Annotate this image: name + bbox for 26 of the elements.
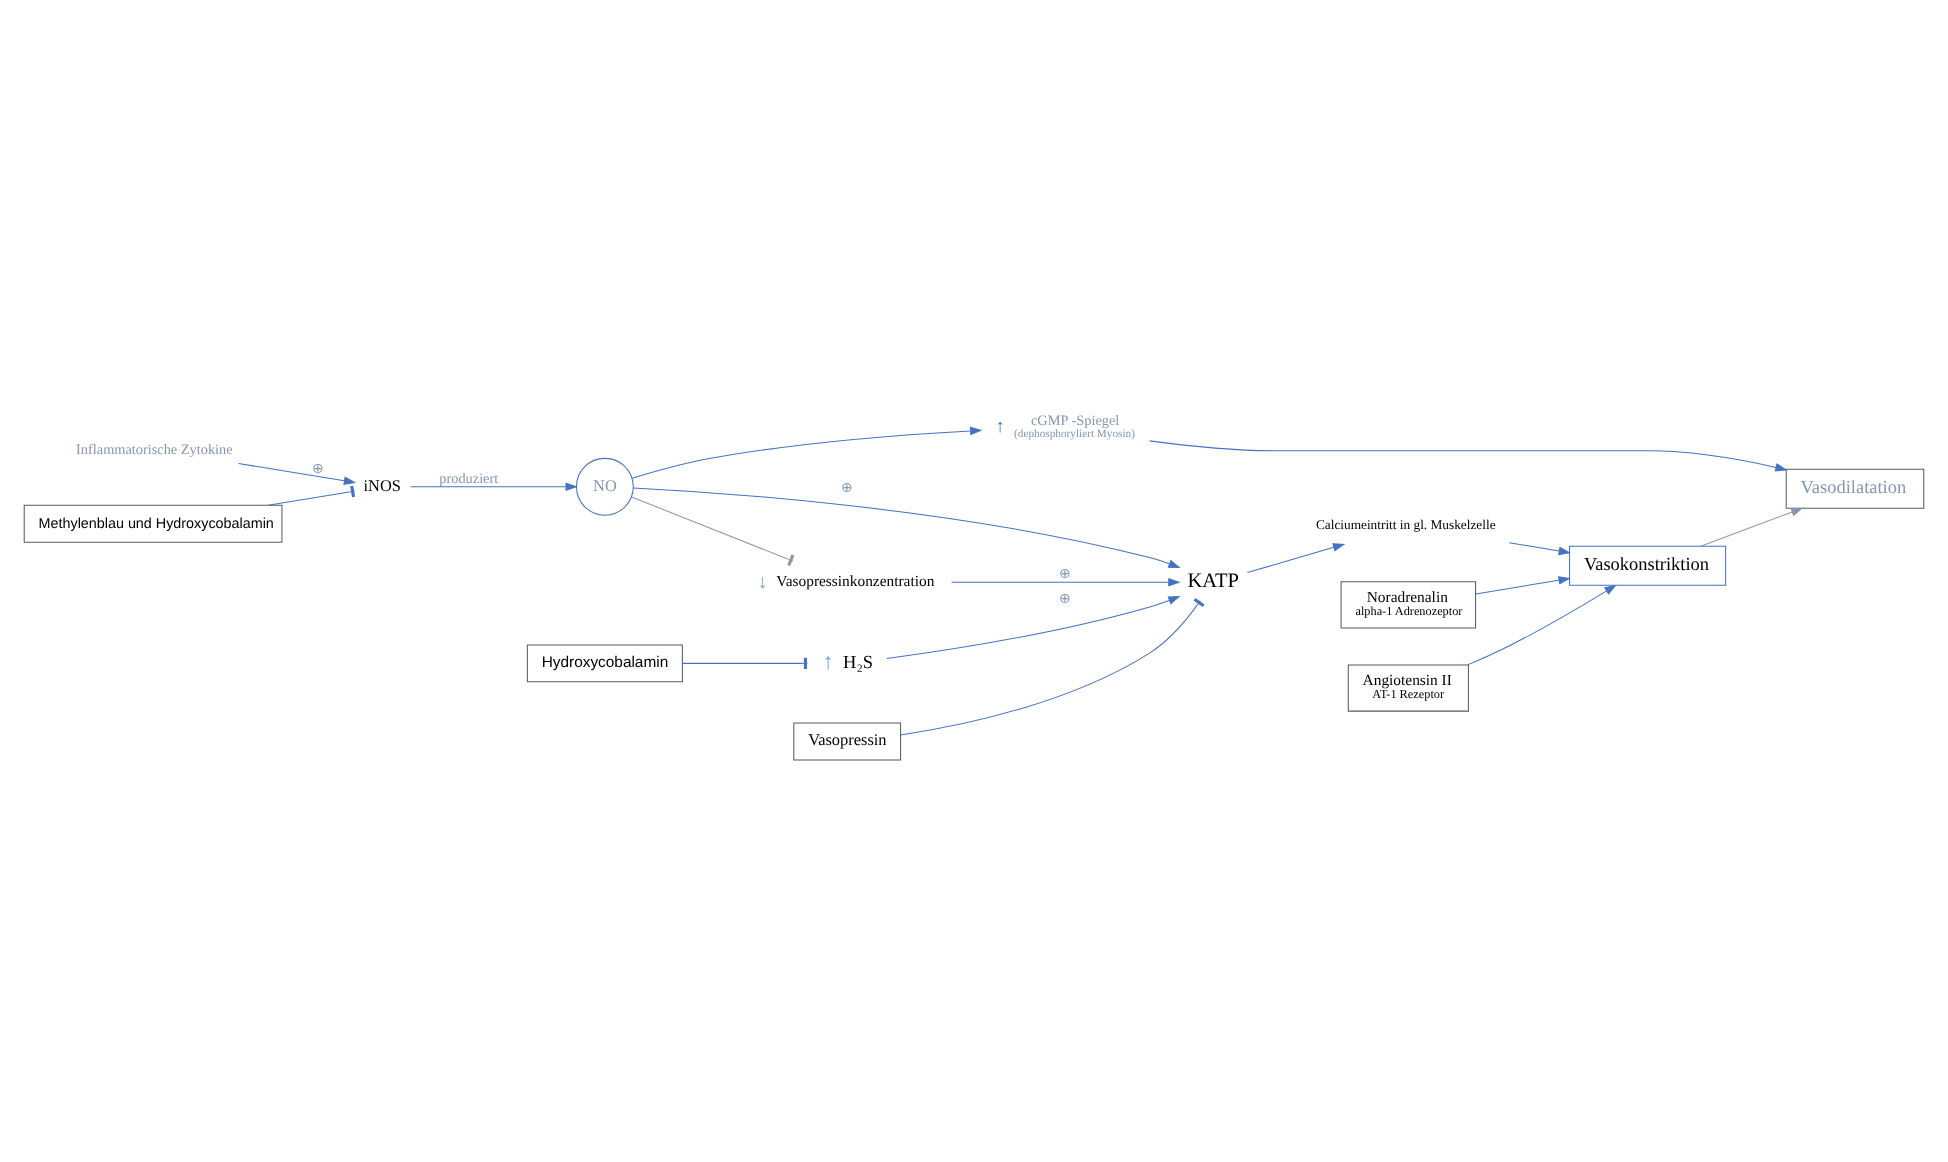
connector	[900, 597, 1205, 735]
arrow	[237, 462, 357, 484]
node-label: ↑	[995, 415, 1005, 436]
node-label: ↑	[822, 650, 834, 675]
node-box: Vasopressin	[793, 721, 902, 760]
arrow	[631, 425, 983, 478]
arrow	[1475, 575, 1571, 594]
node-box: Vasokonstriktion	[1569, 544, 1727, 585]
arrow	[410, 481, 578, 491]
connector	[631, 495, 795, 566]
arrow	[1149, 439, 1788, 471]
arrow	[1246, 542, 1346, 573]
connector	[267, 484, 356, 505]
node-box: Vasodilatation	[1785, 467, 1925, 508]
arrow	[1467, 583, 1617, 665]
node-text: Vasopressinkonzentration	[776, 571, 935, 590]
node-text: KATP	[1187, 570, 1239, 593]
arrow	[951, 576, 1181, 586]
arrow	[632, 486, 1181, 568]
node-label: ↓	[757, 570, 768, 593]
node-text: iNOS	[363, 475, 401, 494]
arrow	[1508, 541, 1571, 555]
node-circle: NO	[575, 456, 634, 515]
node-text: H₂S	[843, 650, 874, 671]
arrow	[886, 595, 1181, 659]
arrow	[1700, 506, 1804, 546]
